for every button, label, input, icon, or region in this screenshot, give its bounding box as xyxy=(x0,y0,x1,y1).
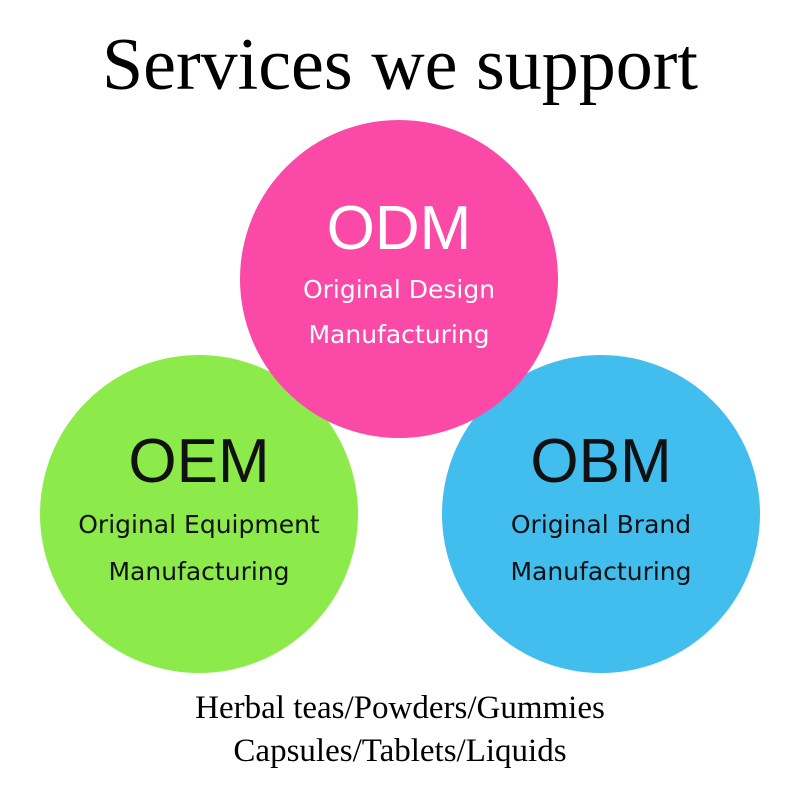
product-types-line-1: Herbal teas/Powders/Gummies xyxy=(195,690,605,726)
odm-abbreviation: ODM xyxy=(326,194,472,263)
odm-description-line-1: Original Design xyxy=(302,275,496,304)
obm-abbreviation: OBM xyxy=(530,427,672,496)
product-types-line-2: Capsules/Tablets/Liquids xyxy=(233,733,567,769)
oem-circle: OEM Original Equipment Manufacturing xyxy=(40,355,358,673)
oem-description-line-1: Original Equipment xyxy=(78,510,320,539)
oem-description-line-2: Manufacturing xyxy=(108,557,290,586)
obm-circle: OBM Original Brand Manufacturing xyxy=(442,355,760,673)
odm-description-line-2: Manufacturing xyxy=(308,320,490,349)
obm-description-line-2: Manufacturing xyxy=(510,557,692,586)
page-title: Services we support xyxy=(102,24,698,106)
oem-abbreviation: OEM xyxy=(128,427,270,496)
obm-description-line-1: Original Brand xyxy=(510,510,692,539)
odm-circle: ODM Original Design Manufacturing xyxy=(240,120,558,438)
